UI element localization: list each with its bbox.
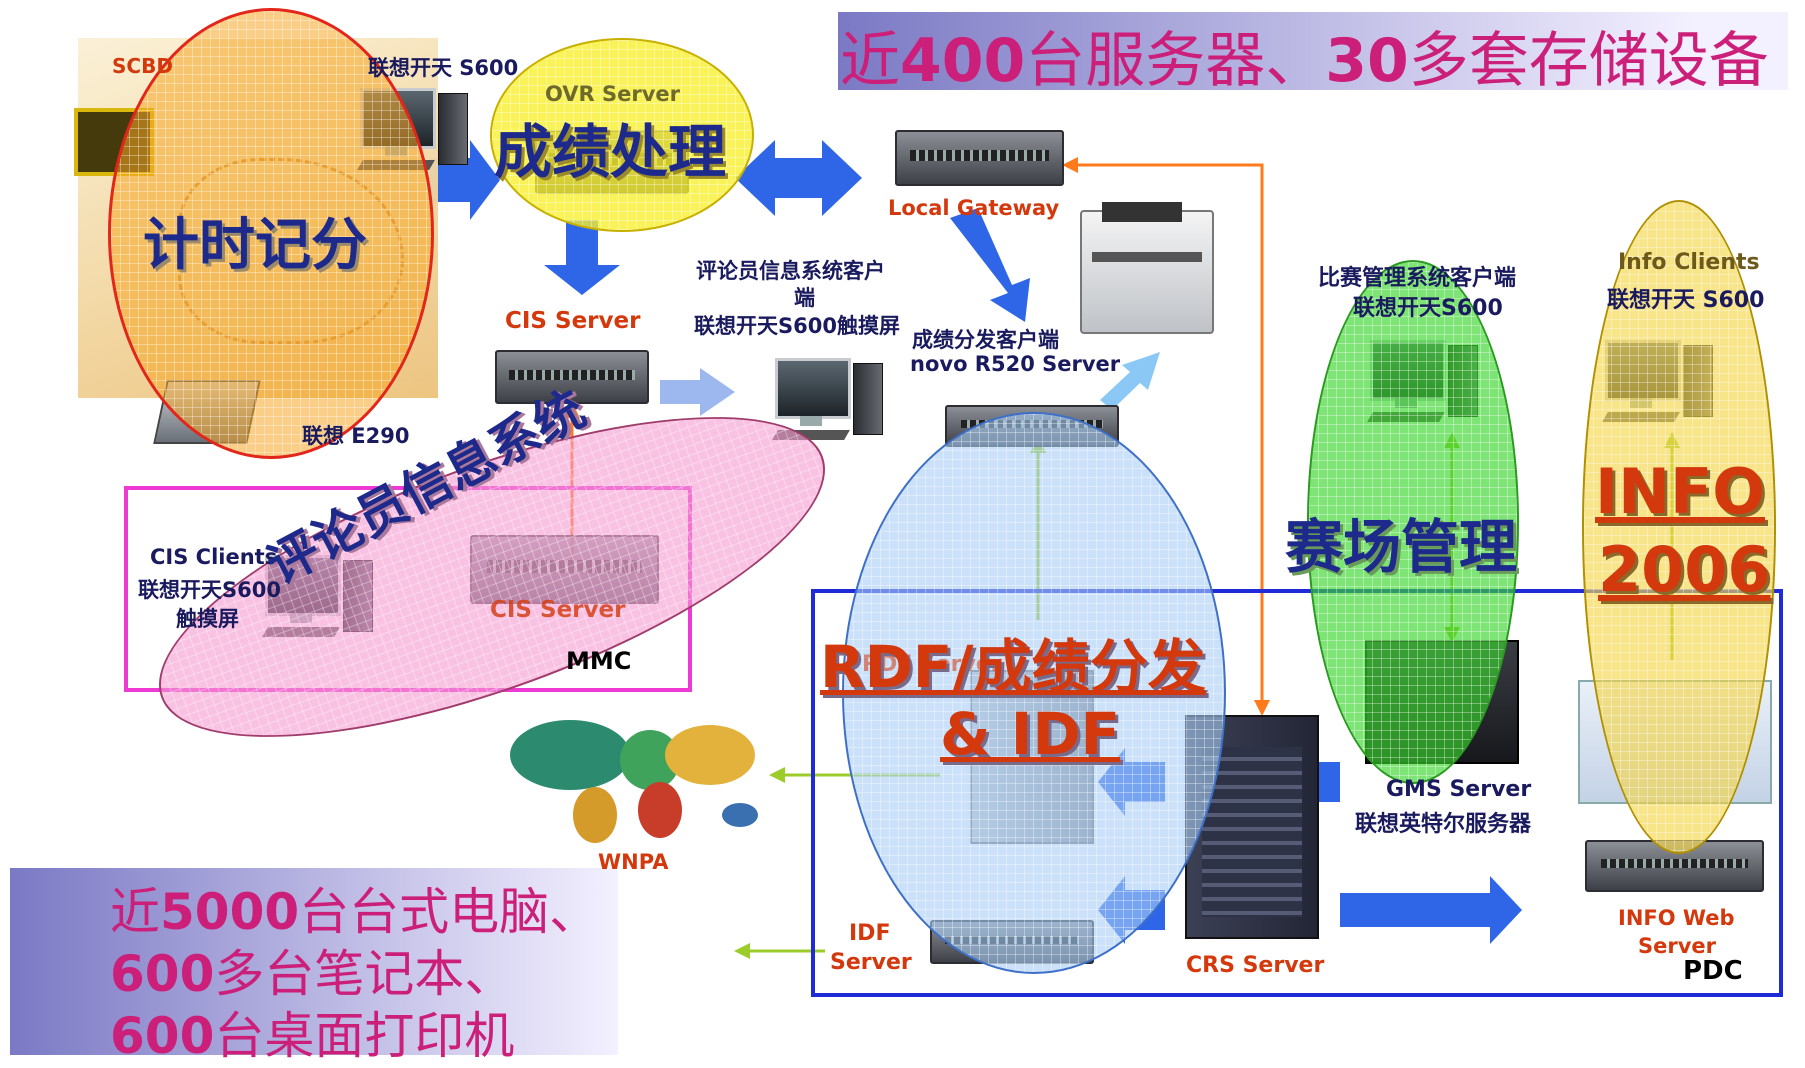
title-number-1: 400: [900, 26, 1026, 96]
venue-ellipse: [1307, 260, 1519, 784]
pdc-box: [811, 589, 1783, 997]
system-title-venue: 赛场管理: [1285, 513, 1518, 581]
arrow-crs-to-infoweb: [1340, 876, 1522, 944]
title-number-2: 30: [1325, 26, 1409, 96]
printer-icon: [1080, 202, 1214, 334]
footer-line-2-post: 多台笔记本、: [214, 945, 515, 1003]
line-crs-to-gateway: [1075, 163, 1264, 705]
match-client-label-1: 比赛管理系统客户端: [1318, 266, 1517, 291]
system-title-info-line2: 2006: [1598, 533, 1771, 606]
cis-server-top-label: CIS Server: [505, 308, 641, 334]
info-web-label-2: Server: [1638, 934, 1717, 958]
scbd-label: SCBD: [112, 54, 173, 78]
gms-server-label-2: 联想英特尔服务器: [1355, 812, 1532, 837]
cis-clients-label-2: 联想开天S600: [138, 578, 281, 602]
info-clients-label-2: 联想开天 S600: [1607, 288, 1765, 313]
rdf-server-label: RDF Server: [862, 652, 1002, 677]
timing-ellipse: [108, 8, 434, 459]
cis-clients-label-1: CIS Clients: [150, 545, 278, 569]
footer-line-1: 近5000台台式电脑、: [110, 872, 599, 944]
info-web-label-1: INFO Web: [1618, 906, 1735, 930]
footer-line-1-num: 5000: [160, 883, 300, 941]
info-clients-label-1: Info Clients: [1618, 250, 1760, 275]
footer-line-1-post: 台台式电脑、: [299, 883, 600, 941]
match-client-label-2: 联想开天S600: [1353, 296, 1503, 321]
footer-banner: [10, 868, 618, 1055]
gms-server-label-1: GMS Server: [1386, 777, 1532, 802]
footer-line-3-num: 600: [110, 1007, 215, 1065]
arrow-cis-to-commentator: [660, 368, 735, 416]
footer-line-3: 600台桌面打印机: [110, 996, 514, 1068]
ovr-server-label: OVR Server: [545, 82, 681, 106]
cis-server-top-icon: [495, 350, 649, 404]
local-gateway-server-icon: [895, 130, 1064, 186]
system-title-timing: 计时记分: [143, 213, 367, 278]
local-gateway-label: Local Gateway: [888, 196, 1060, 220]
lenovo-s600-top-label: 联想开天 S600: [368, 56, 519, 80]
title-text-3: 多套存储设备: [1408, 26, 1769, 96]
system-title-info-line1: INFO: [1595, 455, 1766, 528]
distribution-client-label-2: novo R520 Server: [910, 352, 1121, 376]
cis-server-bottom-label: CIS Server: [490, 597, 626, 623]
system-title-rdf-line1: RDF/成绩分发: [820, 633, 1206, 701]
commentator-client-label-1: 评论员信息系统客户: [696, 259, 885, 283]
idf-server-label-2: Server: [830, 950, 912, 975]
distribution-client-label-1: 成绩分发客户端: [912, 328, 1059, 352]
pdc-label: PDC: [1683, 956, 1743, 986]
footer-line-3-post: 台桌面打印机: [214, 1007, 515, 1065]
rdf-ellipse: [842, 412, 1226, 974]
arrow-dist-to-printer: [1100, 352, 1160, 410]
arrow-results-to-cis: [544, 220, 620, 295]
title-banner: [838, 12, 1788, 90]
commentator-client-label-2: 端: [794, 286, 815, 310]
footer-line-2-num: 600: [110, 945, 215, 1003]
world-map-icon: [510, 720, 758, 843]
idf-server-label-1: IDF: [849, 921, 891, 946]
footer-line-1-pre: 近: [110, 883, 160, 941]
mmc-label: MMC: [566, 647, 632, 675]
info-ellipse: [1582, 200, 1776, 854]
crs-server-label: CRS Server: [1186, 953, 1325, 978]
system-title-rdf-line2: & IDF: [940, 700, 1121, 768]
wnpa-label: WNPA: [598, 850, 669, 874]
cis-clients-label-3: 触摸屏: [176, 607, 239, 631]
lenovo-e290-label: 联想 E290: [302, 424, 410, 448]
footer-line-2: 600多台笔记本、: [110, 934, 514, 1006]
title-text-2: 台服务器、: [1025, 26, 1326, 96]
commentator-client-label-3: 联想开天S600触摸屏: [694, 314, 900, 338]
results-ellipse: [490, 38, 754, 232]
title-text-1: 近: [840, 26, 900, 96]
arrow-gateway-to-dist: [950, 208, 1030, 322]
system-title-results: 成绩处理: [494, 118, 727, 186]
arrow-results-gateway: [735, 140, 862, 216]
page-title: 近400台服务器、30多套存储设备: [840, 12, 1769, 99]
